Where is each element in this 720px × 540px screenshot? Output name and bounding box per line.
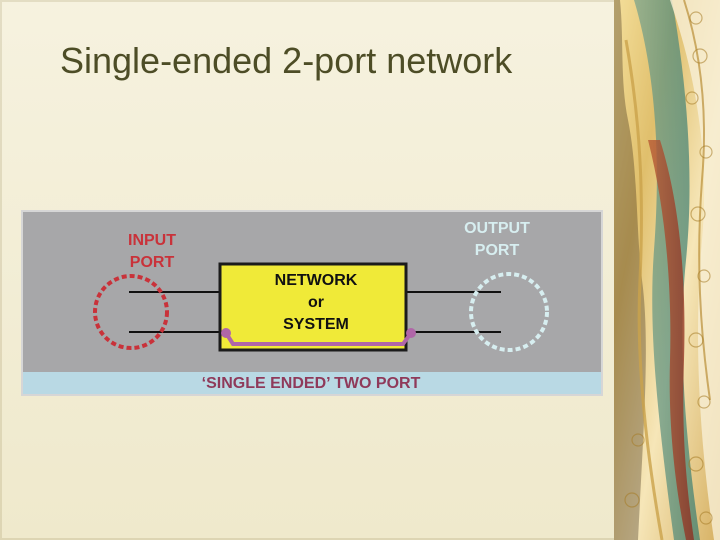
decor-dark-edge [614, 0, 646, 540]
network-label: NETWORK or SYSTEM [274, 272, 358, 333]
input-port-circle [93, 274, 169, 350]
decorative-border-graphic [614, 0, 720, 540]
decor-gold-line [624, 39, 664, 540]
ground-node-right [406, 328, 416, 338]
ground-return-line [224, 331, 413, 346]
slide-title: Single-ended 2-port network [60, 40, 513, 81]
decor-teal-wave [634, 0, 700, 540]
output-port-circle [469, 272, 549, 352]
output-port-label: OUTPUT PORT [464, 220, 530, 259]
diagram-caption-band [23, 372, 601, 394]
ground-node-left [221, 328, 231, 338]
decor-light-wave [670, 0, 720, 540]
decor-flower-pattern [624, 11, 713, 525]
two-port-diagram: INPUT PORT OUTPUT PORT NETWORK or SYSTEM… [21, 210, 603, 396]
decor-red-wave [648, 140, 694, 540]
decorative-border [614, 0, 720, 540]
network-box [218, 262, 408, 352]
diagram-graphic [21, 210, 603, 396]
diagram-caption: ‘SINGLE ENDED’ TWO PORT [201, 375, 421, 392]
input-port-label: INPUT PORT [128, 232, 176, 271]
